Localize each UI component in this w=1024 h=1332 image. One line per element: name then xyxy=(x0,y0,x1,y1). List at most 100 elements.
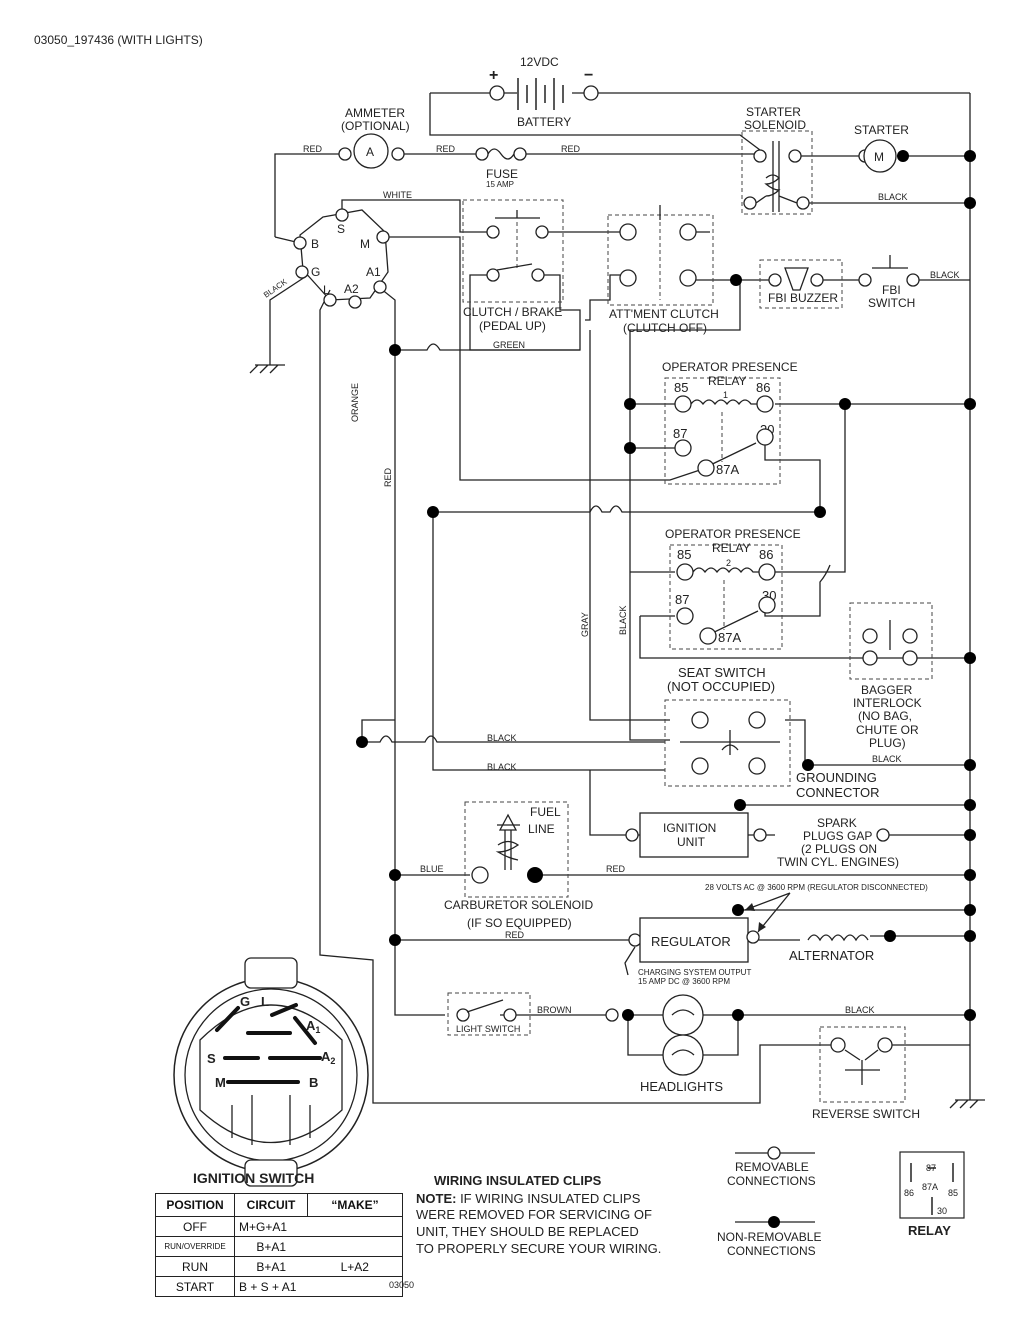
carb-label-2: (IF SO EQUIPPED) xyxy=(467,916,572,930)
fuse-label: FUSE xyxy=(486,167,518,181)
seat-switch-label-2: (NOT OCCUPIED) xyxy=(667,679,775,694)
clutch-brake-label-1: CLUTCH / BRAKE xyxy=(463,305,562,319)
wire-red-vertical: RED xyxy=(383,467,393,487)
wire-black-2: BLACK xyxy=(930,270,960,280)
wire-white: WHITE xyxy=(383,190,412,200)
clutch-brake-label-2: (PEDAL UP) xyxy=(479,319,546,333)
cell-circuit: M+G+A1 xyxy=(234,1216,308,1237)
relay2-label-1: OPERATOR PRESENCE xyxy=(665,527,801,541)
wire-black-4: BLACK xyxy=(487,733,517,743)
carb-label-1: CARBURETOR SOLENOID xyxy=(444,898,593,912)
legend: REMOVABLE CONNECTIONS NON-REMOVABLE CONN… xyxy=(717,1146,821,1258)
cell-make xyxy=(307,1236,403,1257)
battery-plus: + xyxy=(489,67,498,84)
relay2-t85: 85 xyxy=(677,547,691,562)
regulator-out-2: 15 AMP DC @ 3600 RPM xyxy=(638,977,730,986)
regulator-volts-note: 28 VOLTS AC @ 3600 RPM (REGULATOR DISCON… xyxy=(705,883,928,892)
battery-minus: − xyxy=(584,67,593,84)
cell-position: RUN/OVERRIDE xyxy=(155,1236,235,1257)
relay-legend-87: 87 xyxy=(926,1163,936,1173)
ignition-unit: IGNITION UNIT SPARK PLUGS GAP (2 PLUGS O… xyxy=(625,812,899,869)
col-circuit: CIRCUIT xyxy=(234,1193,308,1217)
bagger-label-4: CHUTE OR xyxy=(856,723,919,737)
clips-line-1: NOTE: IF WIRING INSULATED CLIPS xyxy=(416,1191,641,1206)
battery-voltage: 12VDC xyxy=(520,55,559,69)
table-header-row: POSITION CIRCUIT “MAKE” xyxy=(155,1193,403,1217)
wire-red-4: RED xyxy=(606,864,626,874)
spark-label-1: SPARK xyxy=(817,816,857,830)
seat-switch: SEAT SWITCH (NOT OCCUPIED) BLACK BLACK xyxy=(487,665,791,787)
ignition-switch-table: POSITION CIRCUIT “MAKE” OFF M+G+A1 RUN/O… xyxy=(155,1193,403,1297)
wire-blue: BLUE xyxy=(420,864,444,874)
ignition-unit-label-2: UNIT xyxy=(677,835,706,849)
fuse-rating: 15 AMP xyxy=(486,180,514,189)
ammeter-label-1: AMMETER xyxy=(345,106,405,120)
wire-gray: GRAY xyxy=(580,612,590,637)
seat-switch-label-1: SEAT SWITCH xyxy=(678,665,766,680)
terminal-a1: A1 xyxy=(366,265,381,279)
cell-circuit: B + S + A1 xyxy=(234,1276,308,1297)
wire-green: GREEN xyxy=(493,340,525,350)
spark-label-3: (2 PLUGS ON xyxy=(801,842,877,856)
clips-note: WIRING INSULATED CLIPS NOTE: IF WIRING I… xyxy=(389,1173,661,1290)
col-position: POSITION xyxy=(155,1193,235,1217)
cell-make xyxy=(307,1216,403,1237)
relay1-t87a: 87A xyxy=(716,462,739,477)
fbi-buzzer: FBI BUZZER xyxy=(759,259,843,309)
wire-red-1: RED xyxy=(303,144,323,154)
terminal-b: B xyxy=(311,237,319,251)
light-switch: LIGHT SWITCH BROWN BLACK xyxy=(447,992,875,1036)
cell-circuit: B+A1 xyxy=(234,1236,308,1257)
cell-position: OFF xyxy=(155,1216,235,1237)
relay-legend-label: RELAY xyxy=(908,1223,951,1238)
clips-line-2: WERE REMOVED FOR SERVICING OF xyxy=(416,1207,652,1222)
relay1-label-2: RELAY xyxy=(708,374,746,388)
relay-legend-85: 85 xyxy=(948,1188,958,1198)
headlights-label: HEADLIGHTS xyxy=(640,1079,723,1094)
relay-legend-30: 30 xyxy=(937,1206,947,1216)
bagger-label-1: BAGGER xyxy=(861,683,913,697)
col-make: “MAKE” xyxy=(307,1193,403,1217)
clips-title: WIRING INSULATED CLIPS xyxy=(434,1173,602,1188)
ammeter-label-2: (OPTIONAL) xyxy=(341,119,410,133)
attachment-clutch-switch: ATT'MENT CLUTCH (CLUTCH OFF) xyxy=(607,205,719,335)
relay1-num: 1 xyxy=(723,390,728,400)
fuse: FUSE 15 AMP RED xyxy=(475,144,581,189)
ignition-switch-terminals: S B M G A1 L A2 WHITE BLACK xyxy=(262,190,412,309)
operator-presence-relay-1: OPERATOR PRESENCE RELAY 1 85 86 87 30 87… xyxy=(662,360,798,485)
grounding-connector: GROUNDING CONNECTOR xyxy=(796,770,880,800)
regulator-out-1: CHARGING SYSTEM OUTPUT xyxy=(638,968,751,977)
bagger-interlock: BAGGER INTERLOCK (NO BAG, CHUTE OR PLUG)… xyxy=(849,602,933,764)
wires xyxy=(249,92,985,1109)
starter-label: STARTER xyxy=(854,123,909,137)
diagram-code: 03050_197436 (WITH LIGHTS) xyxy=(34,33,203,47)
face-a2: A2 xyxy=(321,1049,335,1066)
fbi-buzzer-label: FBI BUZZER xyxy=(768,291,838,305)
wire-black-6: BLACK xyxy=(845,1005,875,1015)
fbi-switch-label-1: FBI xyxy=(882,283,901,297)
table-row: RUN B+A1 L+A2 xyxy=(155,1256,403,1277)
legend-removable-1: REMOVABLE xyxy=(735,1160,809,1174)
fbi-switch-label-2: SWITCH xyxy=(868,296,915,310)
regulator: 28 VOLTS AC @ 3600 RPM (REGULATOR DISCON… xyxy=(505,883,928,986)
relay1-t87: 87 xyxy=(673,426,687,441)
ammeter: AMMETER (OPTIONAL) A RED RED xyxy=(303,106,456,169)
wire-black-5: BLACK xyxy=(487,762,517,772)
relay-legend: 87 87A 86 85 30 RELAY xyxy=(899,1151,965,1238)
relay2-t86: 86 xyxy=(759,547,773,562)
light-switch-label: LIGHT SWITCH xyxy=(456,1024,520,1034)
bagger-label-2: INTERLOCK xyxy=(853,696,922,710)
fuel-line-label-1: FUEL xyxy=(530,805,561,819)
face-g: G xyxy=(240,994,250,1009)
reverse-switch-label: REVERSE SWITCH xyxy=(812,1107,920,1121)
table-row: RUN/OVERRIDE B+A1 xyxy=(155,1236,403,1257)
terminal-s: S xyxy=(337,222,345,236)
spark-label-2: PLUGS GAP xyxy=(803,829,872,843)
terminal-a2: A2 xyxy=(344,282,359,296)
legend-nonremovable-2: CONNECTIONS xyxy=(727,1244,816,1258)
face-m: M xyxy=(215,1075,226,1090)
clips-line-3: UNIT, THEY SHOULD BE REPLACED xyxy=(416,1224,639,1239)
bagger-label-3: (NO BAG, xyxy=(858,709,912,723)
cell-make: L+A2 xyxy=(307,1256,403,1277)
